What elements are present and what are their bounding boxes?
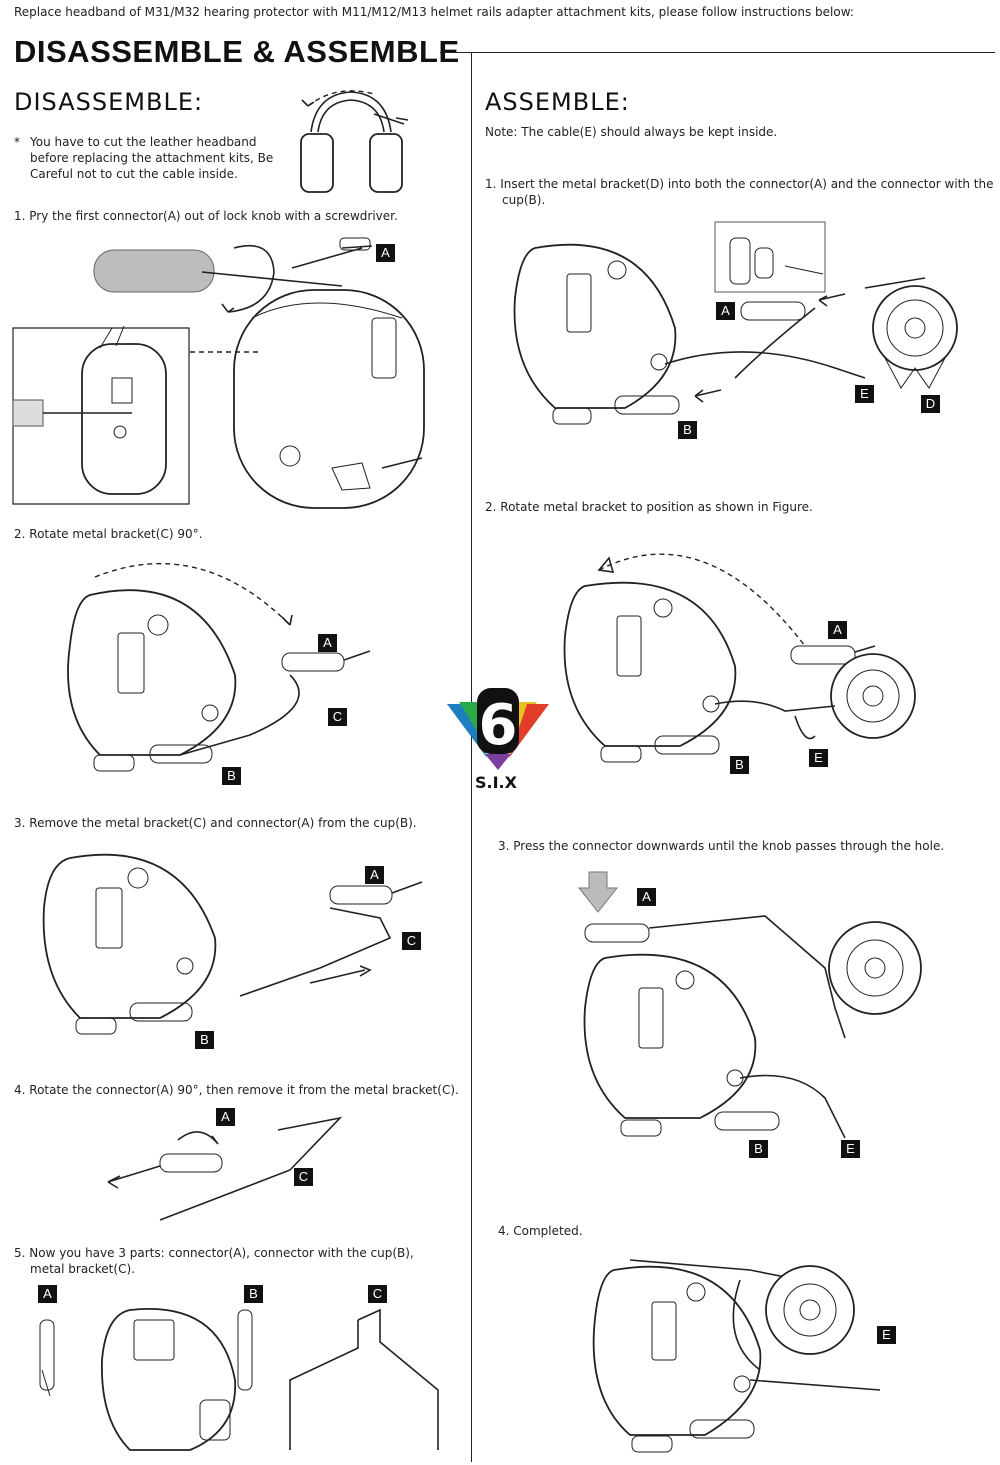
- disassemble-step-2: 2. Rotate metal bracket(C) 90°.: [14, 527, 203, 541]
- label-b-step2: B: [222, 767, 241, 785]
- disassemble-step-3: 3. Remove the metal bracket(C) and conne…: [14, 816, 417, 830]
- logo-glyph: 6: [479, 693, 518, 758]
- label-e-assemble4: E: [877, 1326, 896, 1344]
- label-c-step4: C: [294, 1168, 313, 1186]
- title-rule: [440, 52, 995, 53]
- label-a-assemble2: A: [828, 621, 847, 639]
- assemble-step-2: 2. Rotate metal bracket to position as s…: [485, 500, 813, 514]
- label-a-step4: A: [216, 1108, 235, 1126]
- label-b-assemble2: B: [730, 756, 749, 774]
- note-bullet: *: [14, 135, 20, 149]
- label-a-step3: A: [365, 866, 384, 884]
- assemble-note: Note: The cable(E) should always be kept…: [485, 125, 778, 139]
- label-a-step2: A: [318, 634, 337, 652]
- column-divider: [471, 52, 472, 1462]
- step2-figure: [50, 555, 390, 795]
- disassemble-step-5-line-2: metal bracket(C).: [30, 1262, 135, 1276]
- label-a-step5: A: [38, 1285, 57, 1303]
- disassemble-step-5: 5. Now you have 3 parts: connector(A), c…: [14, 1246, 414, 1260]
- assemble-step-3: 3. Press the connector downwards until t…: [498, 839, 945, 853]
- assemble-step1-figure: [505, 218, 975, 444]
- label-c-step3: C: [402, 932, 421, 950]
- logo-text: S.I.X: [475, 773, 517, 792]
- assemble-step2-figure: [555, 536, 925, 776]
- disassemble-step-1: 1. Pry the first connector(A) out of loc…: [14, 209, 398, 223]
- label-a-step1: A: [376, 244, 395, 262]
- headband-figure: [296, 84, 416, 198]
- label-c-step2: C: [328, 708, 347, 726]
- label-b-assemble3: B: [749, 1140, 768, 1158]
- label-b-step3: B: [195, 1031, 214, 1049]
- disassemble-heading: DISASSEMBLE:: [14, 88, 204, 116]
- step3-figure: [30, 838, 430, 1048]
- label-e-assemble1: E: [855, 385, 874, 403]
- label-d-assemble1: D: [921, 395, 940, 413]
- label-e-assemble2: E: [809, 749, 828, 767]
- step1-figure: [12, 228, 452, 518]
- assemble-step-4: 4. Completed.: [498, 1224, 583, 1238]
- label-b-assemble1: B: [678, 421, 697, 439]
- label-a-assemble3: A: [637, 888, 656, 906]
- label-b-step5: B: [244, 1285, 263, 1303]
- note-line-1: You have to cut the leather headband: [30, 135, 257, 149]
- assemble-step4-figure: [590, 1240, 890, 1460]
- assemble-step-1: 1. Insert the metal bracket(D) into both…: [485, 177, 994, 191]
- step4-figure: [100, 1100, 360, 1230]
- note-line-3: Careful not to cut the cable inside.: [30, 167, 238, 181]
- assemble-step3-figure: [575, 868, 935, 1158]
- label-e-assemble3: E: [841, 1140, 860, 1158]
- assemble-step-1-line-2: cup(B).: [502, 193, 546, 207]
- page-title: DISASSEMBLE & ASSEMBLE: [14, 34, 460, 69]
- note-line-2: before replacing the attachment kits, Be: [30, 151, 274, 165]
- assemble-heading: ASSEMBLE:: [485, 88, 630, 116]
- intro-text: Replace headband of M31/M32 hearing prot…: [14, 5, 854, 19]
- six-logo: 6: [447, 688, 549, 770]
- step5-parts-figure: [20, 1300, 450, 1460]
- label-c-step5: C: [368, 1285, 387, 1303]
- disassemble-step-4: 4. Rotate the connector(A) 90°, then rem…: [14, 1083, 459, 1097]
- label-a-assemble1: A: [716, 302, 735, 320]
